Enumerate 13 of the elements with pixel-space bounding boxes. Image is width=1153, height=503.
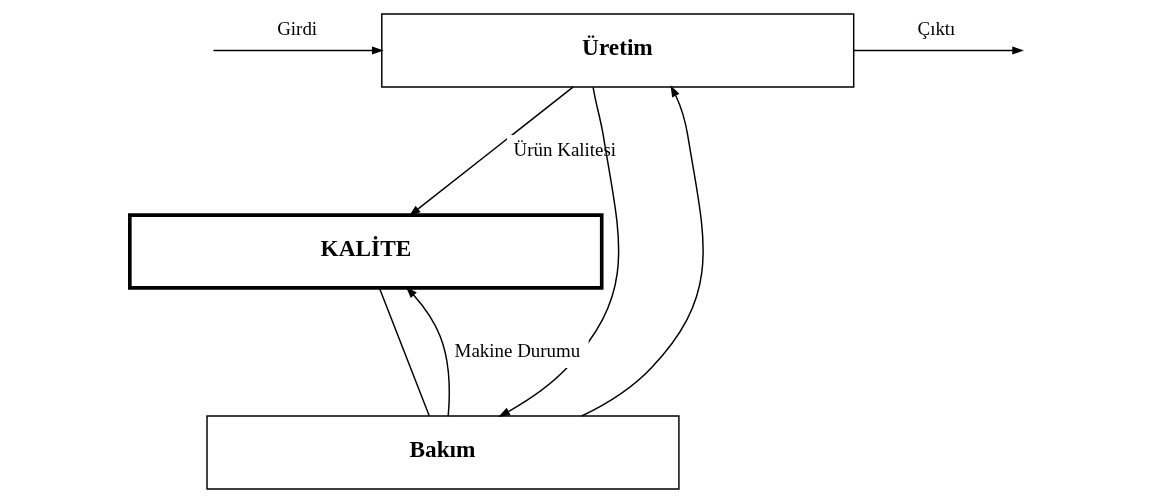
arrow: [853, 46, 1024, 55]
node-box: Bakım: [206, 415, 680, 490]
edge-label: Çıktı: [917, 18, 956, 40]
arrow: [405, 286, 450, 417]
arrow: [212, 46, 384, 55]
node-box: Üretim: [381, 13, 855, 88]
node-box: KALİTE: [128, 213, 604, 290]
arrow: [408, 86, 574, 217]
edge-label: Makine Durumu: [454, 339, 581, 361]
arrow: [580, 85, 704, 417]
arrow: [498, 86, 620, 418]
connector: [378, 287, 430, 417]
edge-label: Girdi: [277, 18, 318, 40]
